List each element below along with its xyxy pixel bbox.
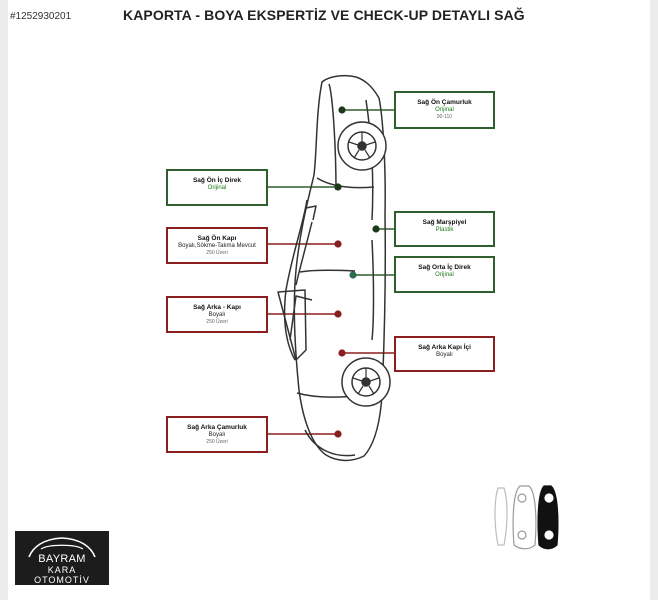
part-thickness: 90-110 <box>436 114 453 120</box>
listing-id: #1252930201 <box>10 11 72 22</box>
logo-line-2: KARA <box>47 565 77 575</box>
part-name: Sağ Ön İç Direk <box>192 177 242 184</box>
page-title: KAPORTA - BOYA EKSPERTİZ VE CHECK-UP DET… <box>123 7 525 23</box>
thumb-front-view <box>494 487 508 546</box>
part-name: Sağ Arka - Kapı <box>193 304 241 311</box>
dot-marspiyel <box>372 225 380 233</box>
dealer-logo: BAYRAM KARA OTOMOTİV <box>15 531 109 585</box>
part-thickness: 250 Üzeri <box>206 250 228 256</box>
part-status: Boyalı,Sökme-Takma Mevcut <box>178 243 256 249</box>
part-name: Sağ Ön Çamurluk <box>417 99 472 106</box>
part-status: Orijinal <box>435 107 454 113</box>
dot-arka-camurluk <box>334 430 342 438</box>
part-name: Sağ Marşpiyel <box>422 219 467 226</box>
dot-on-kapi <box>334 240 342 248</box>
dot-on-ic-direk <box>334 183 342 191</box>
part-box-arka-camurluk: Sağ Arka Çamurluk Boyalı 250 Üzeri <box>166 416 268 453</box>
part-box-orta-ic-direk: Sağ Orta İç Direk Orijinal <box>394 256 495 293</box>
part-thickness: 250 Üzeri <box>206 439 228 445</box>
part-status: Orijinal <box>435 272 454 278</box>
part-box-arka-kapi: Sağ Arka - Kapı Boyalı 250 Üzeri <box>166 296 268 333</box>
dot-orta-ic-direk <box>349 271 357 279</box>
part-box-on-camurluk: Sağ Ön Çamurluk Orijinal 90-110 <box>394 91 495 129</box>
part-name: Sağ Orta İç Direk <box>418 264 471 271</box>
car-silhouette-icon <box>28 537 96 558</box>
part-status: Boyalı <box>436 352 453 358</box>
marker-dots <box>334 106 380 438</box>
part-name: Sağ Ön Kapı <box>197 235 237 242</box>
part-name: Sağ Arka Çamurluk <box>187 424 247 431</box>
front-wheel <box>337 121 387 171</box>
part-box-arka-kapi-ici: Sağ Arka Kapı İçi Boyalı <box>394 336 495 372</box>
dot-on-camurluk <box>338 106 346 114</box>
rear-wheel <box>341 357 391 407</box>
part-status: Boyalı <box>208 432 226 438</box>
logo-line-1: BAYRAM <box>38 553 86 565</box>
dot-arka-kapi-ici <box>338 349 346 357</box>
part-status: Plastik <box>435 227 454 233</box>
part-box-on-ic-direk: Sağ Ön İç Direk Orijinal <box>166 169 268 206</box>
dot-arka-kapi <box>334 310 342 318</box>
logo-line-3: OTOMOTİV <box>34 575 90 585</box>
part-name: Sağ Arka Kapı İçi <box>418 344 471 351</box>
part-thickness: 250 Üzeri <box>206 319 228 325</box>
part-box-on-kapi: Sağ Ön Kapı Boyalı,Sökme-Takma Mevcut 25… <box>166 227 268 264</box>
view-thumbnails <box>494 485 559 550</box>
part-status: Orijinal <box>207 185 227 191</box>
part-box-marspiyel: Sağ Marşpiyel Plastik <box>394 211 495 247</box>
part-status: Boyalı <box>208 312 226 318</box>
